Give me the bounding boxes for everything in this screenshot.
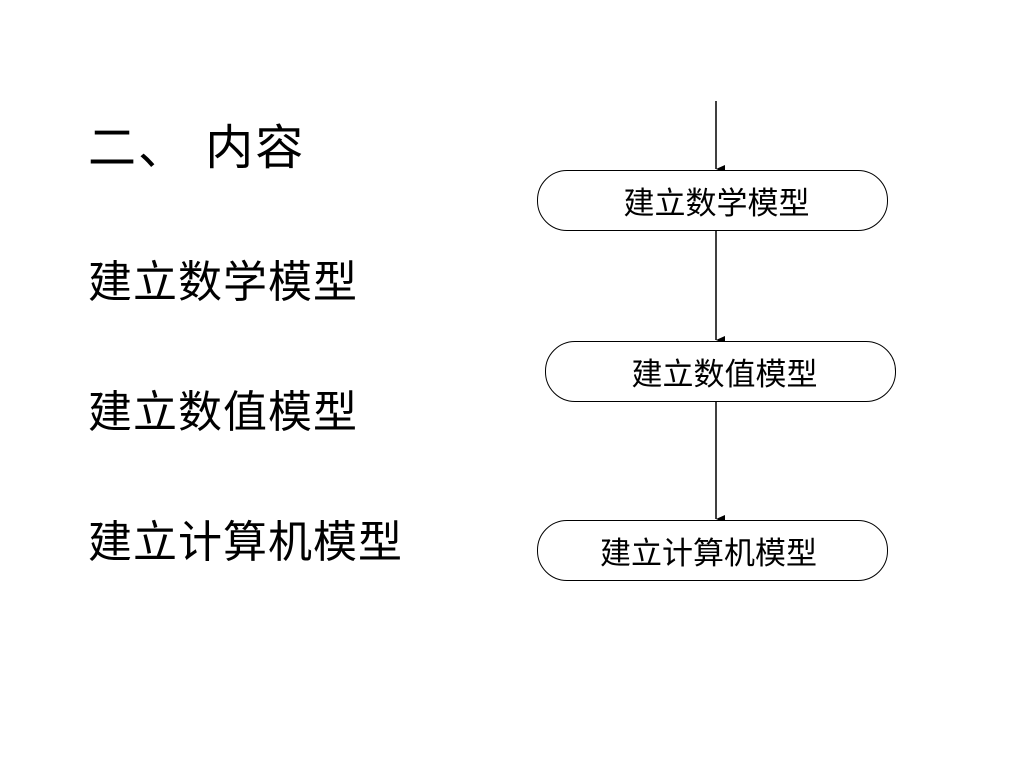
content-item-computer-model: 建立计算机模型 [88, 517, 403, 568]
section-heading: 二、 内容 [88, 120, 306, 176]
flow-node-math-model: 建立数学模型 [537, 170, 888, 231]
content-item-math-model: 建立数学模型 [88, 257, 358, 308]
content-item-numerical-model: 建立数值模型 [88, 387, 358, 438]
flow-node-numerical-model: 建立数值模型 [545, 341, 896, 402]
flow-node-label: 建立数值模型 [631, 357, 818, 393]
flow-node-label: 建立计算机模型 [600, 536, 817, 572]
flow-node-computer-model: 建立计算机模型 [537, 520, 888, 581]
flow-node-label: 建立数学模型 [623, 186, 810, 222]
